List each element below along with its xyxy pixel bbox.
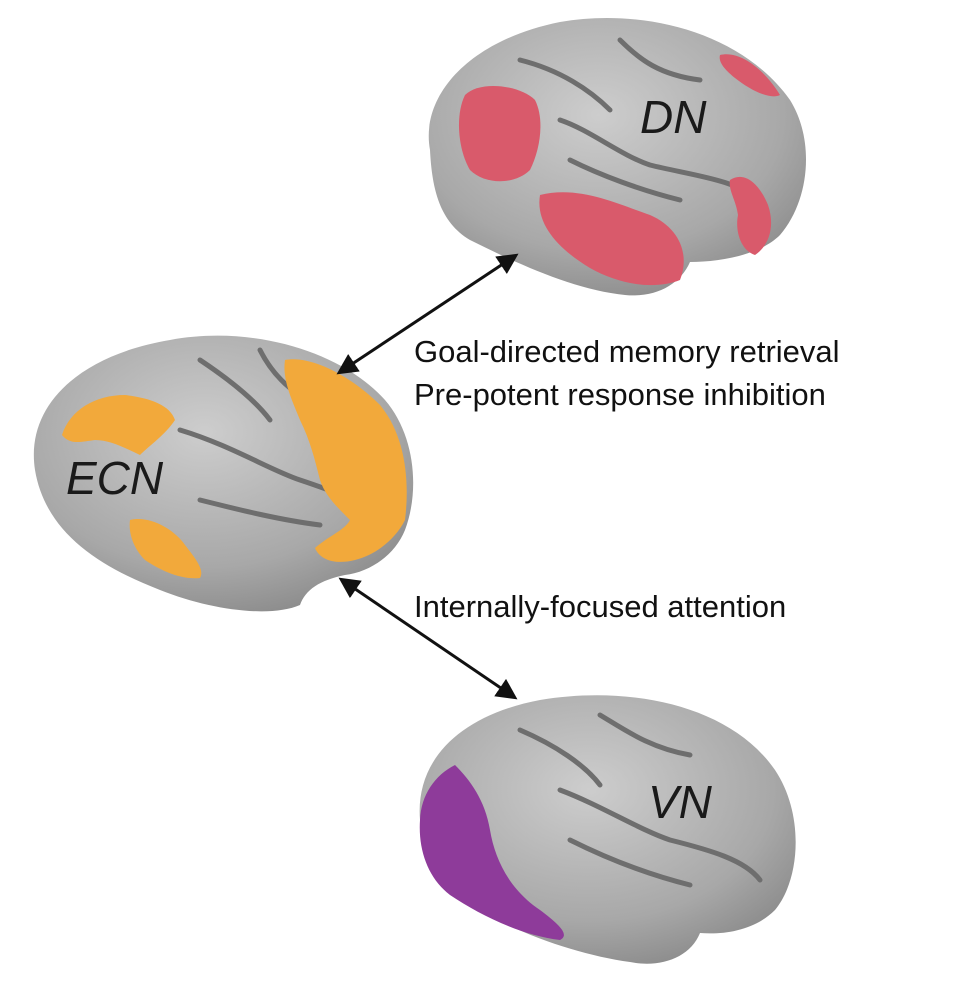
ecn-region-frontal bbox=[62, 395, 175, 455]
relation-dn-ecn-line2: Pre-potent response inhibition bbox=[414, 377, 826, 412]
dn-region-temporal bbox=[539, 192, 684, 286]
ecn-activation-regions bbox=[62, 359, 407, 579]
vn-label: VN bbox=[648, 776, 713, 828]
relation-ecn-vn-line1: Internally-focused attention bbox=[414, 589, 786, 624]
ecn-region-parietal bbox=[284, 359, 407, 562]
dn-brain: DN bbox=[428, 18, 807, 296]
vn-brain: VN bbox=[419, 695, 796, 964]
dn-region-frontal bbox=[458, 85, 541, 182]
dn-cortex-surface bbox=[428, 18, 807, 296]
arrow-dn-ecn bbox=[336, 253, 519, 375]
dn-label: DN bbox=[640, 91, 707, 143]
ecn-label: ECN bbox=[66, 452, 164, 504]
arrow-ecn-vn bbox=[338, 577, 518, 700]
vn-sulci bbox=[517, 712, 763, 888]
dn-region-parietal bbox=[729, 176, 772, 255]
dn-region-posterior-top bbox=[719, 54, 780, 97]
vn-region-occipital bbox=[419, 765, 564, 940]
ecn-brain: ECN bbox=[33, 335, 414, 612]
ecn-region-temporal bbox=[129, 519, 202, 579]
dn-activation-regions bbox=[458, 54, 780, 286]
relation-dn-ecn-line1: Goal-directed memory retrieval bbox=[414, 334, 840, 369]
